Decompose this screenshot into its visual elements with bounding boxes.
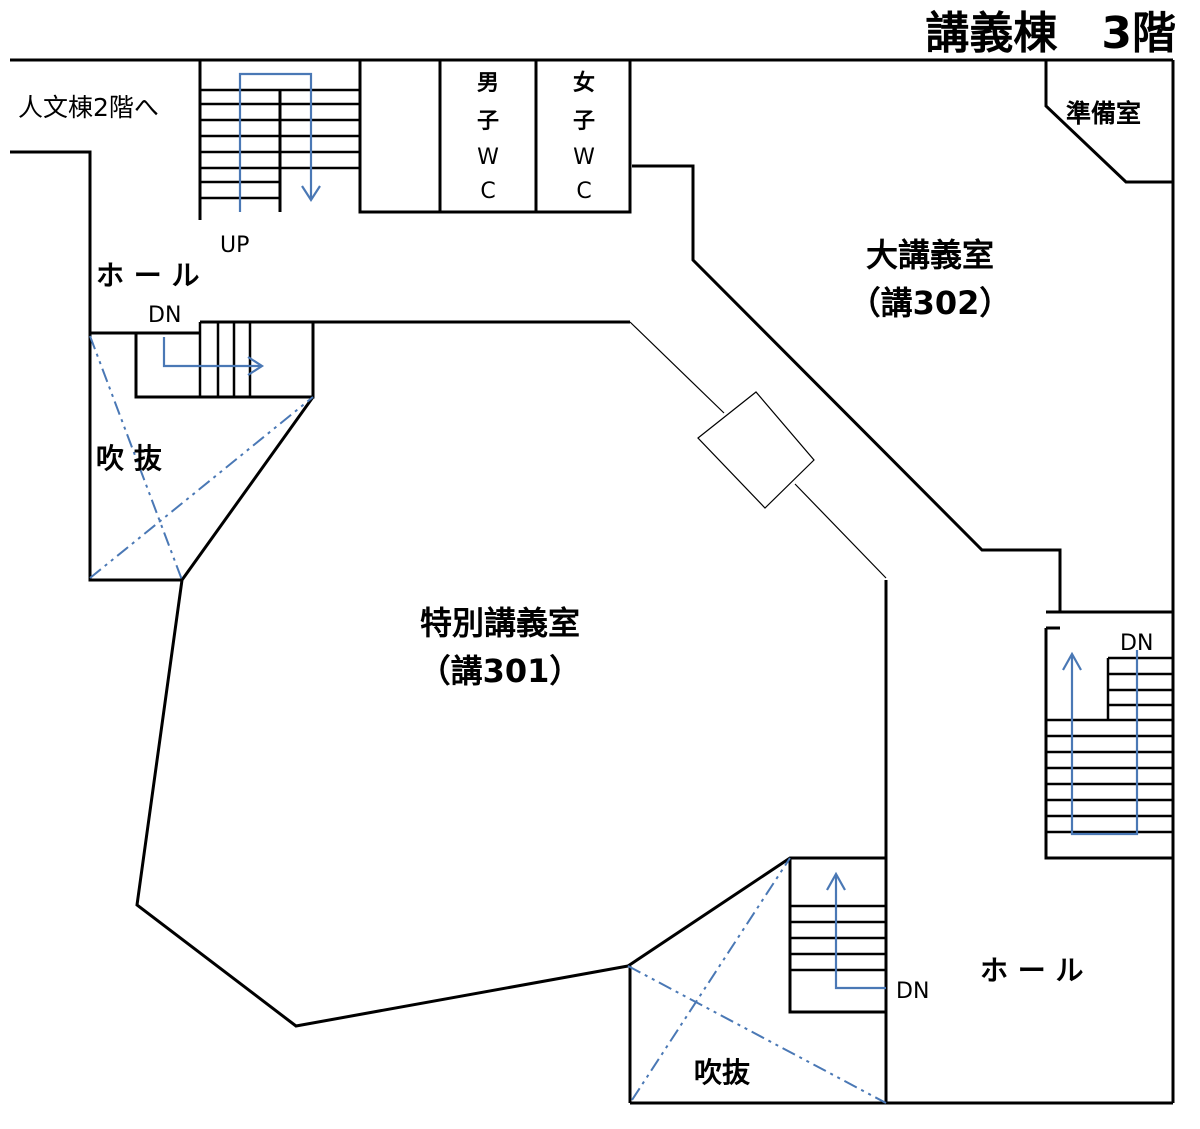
dn-label-right: DN — [1120, 631, 1153, 656]
diagonal-partition — [629, 321, 887, 579]
dn-label-bottom: DN — [896, 979, 929, 1004]
svg-text:C: C — [576, 179, 591, 204]
dn-label-upper-left: DN — [148, 303, 181, 328]
hall-lower-label: ホ ー ル — [980, 954, 1084, 987]
void-bottom-label: 吹抜 — [694, 1056, 751, 1089]
dn-arrow-bottom-icon — [834, 876, 886, 990]
lecture-hall-302-name: 大講義室 — [866, 236, 994, 274]
wc-men-label: 男 子 W C — [477, 71, 499, 204]
svg-text:C: C — [480, 179, 495, 204]
walls — [10, 58, 1175, 1105]
wc-women-label: 女 子 W C — [573, 70, 595, 204]
void-left-label: 吹 抜 — [96, 442, 163, 475]
to-humanities-label: 人文棟2階へ — [18, 93, 159, 122]
stairs-upper-left — [200, 88, 360, 200]
prep-room-label: 準備室 — [1066, 99, 1141, 128]
floor-title: 講義棟 3階 — [925, 8, 1176, 59]
dn-arrow-left-icon — [162, 337, 260, 368]
stair-arrows — [162, 72, 1139, 990]
svg-text:男: 男 — [477, 71, 499, 96]
stairs-right — [1046, 656, 1173, 834]
special-room-301-number: （講301） — [419, 652, 582, 690]
up-label: UP — [220, 233, 249, 258]
dn-arrow-right-icon — [1070, 650, 1139, 836]
hall-upper-label: ホ ー ル — [96, 259, 200, 292]
void-markings — [89, 335, 887, 1104]
stairs-bottom — [790, 904, 886, 972]
svg-text:子: 子 — [573, 109, 595, 134]
svg-text:女: 女 — [573, 70, 595, 96]
lecture-hall-302-number: （講302） — [849, 284, 1012, 322]
svg-text:子: 子 — [477, 109, 499, 134]
svg-text:W: W — [573, 145, 595, 170]
svg-text:W: W — [477, 145, 499, 170]
stairs-middle-left — [198, 322, 252, 397]
special-room-301-name: 特別講義室 — [420, 604, 580, 642]
up-arrow-icon — [238, 72, 313, 212]
